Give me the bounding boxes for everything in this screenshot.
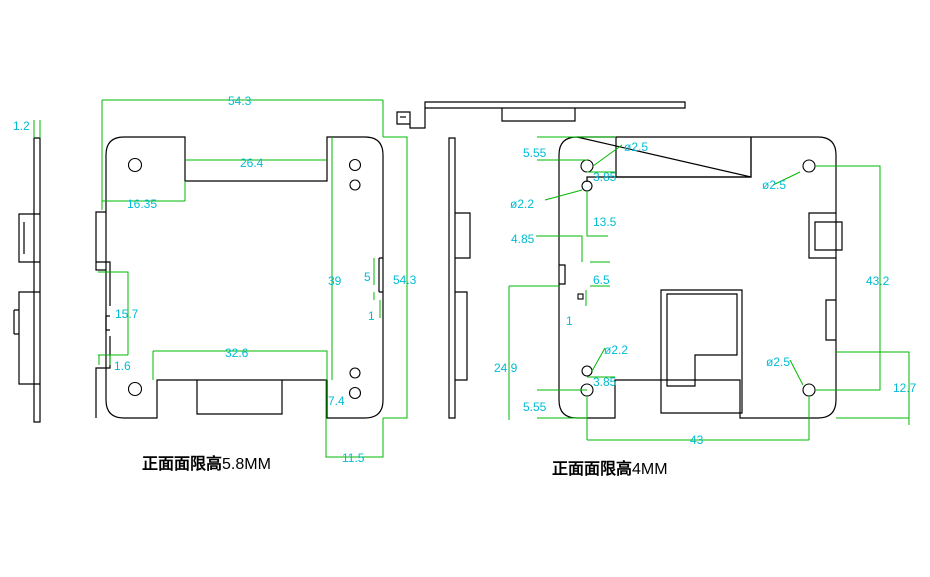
dia-2-5-b: ø2.5 — [762, 178, 786, 192]
top-edge-view — [396, 101, 686, 129]
dim-1-6: 1.6 — [114, 359, 131, 373]
left-height-label-cn: 正面面限高 — [142, 454, 222, 473]
mount-hole — [802, 383, 816, 397]
left-side-view — [13, 120, 41, 423]
dim-5-55-top: 5.55 — [523, 146, 547, 160]
dim-6-5: 6.5 — [593, 273, 610, 287]
dim-5: 5 — [364, 270, 371, 284]
right-front-dimensions — [508, 136, 910, 441]
dim-1: 1 — [368, 309, 375, 323]
right-height-label-value: 4MM — [632, 461, 668, 478]
mount-hole — [348, 386, 362, 400]
dim-54-3-side: 54.3 — [393, 273, 417, 287]
mount-hole — [127, 381, 143, 397]
mount-hole — [348, 158, 362, 172]
dim-32-6: 32.6 — [225, 346, 249, 360]
dia-2-5-a: ø2.5 — [624, 140, 648, 154]
mount-hole — [581, 180, 593, 192]
dim-7-4: 7.4 — [328, 394, 345, 408]
dim-43: 43 — [690, 433, 704, 447]
small-pad — [577, 293, 584, 300]
dim-13-5: 13.5 — [593, 215, 617, 229]
mount-hole — [349, 367, 361, 379]
mount-hole — [349, 179, 361, 191]
dim-3-85-bottom: 3.85 — [593, 375, 617, 389]
dim-24-9: 24.9 — [494, 361, 518, 375]
dim-4-85: 4.85 — [511, 232, 535, 246]
right-height-label-cn: 正面面限高 — [552, 459, 632, 478]
left-height-label: 正面面限高5.8MM — [142, 454, 271, 473]
dim-12-7: 12.7 — [893, 381, 917, 395]
dim-3-85-top: 3.85 — [593, 170, 617, 184]
dim-11-5: 11.5 — [342, 451, 365, 465]
dim-1-2: 1.2 — [13, 119, 30, 133]
mount-hole — [127, 157, 143, 173]
middle-side-view — [448, 137, 471, 419]
left-height-label-value: 5.8MM — [222, 456, 271, 473]
right-front-board — [558, 136, 843, 419]
left-front-board — [95, 136, 384, 419]
mount-hole — [802, 159, 816, 173]
dim-39: 39 — [328, 274, 342, 288]
mount-hole — [580, 159, 594, 173]
dia-2-2-top: ø2.2 — [510, 197, 534, 211]
dia-2-5-c: ø2.5 — [766, 355, 790, 369]
dia-2-2-bottom: ø2.2 — [604, 343, 628, 357]
dim-16-35: 16.35 — [127, 197, 157, 211]
dim-1: 1 — [566, 314, 573, 328]
right-height-label: 正面面限高4MM — [552, 459, 668, 478]
dim-5-55-bottom: 5.55 — [523, 400, 547, 414]
dim-26-4: 26.4 — [240, 156, 264, 170]
dim-15-7: 15.7 — [115, 307, 139, 321]
mount-hole — [581, 365, 593, 377]
left-front-dimensions — [98, 99, 408, 458]
dim-54-3-top: 54.3 — [228, 94, 252, 108]
dim-43-2: 43.2 — [866, 274, 890, 288]
